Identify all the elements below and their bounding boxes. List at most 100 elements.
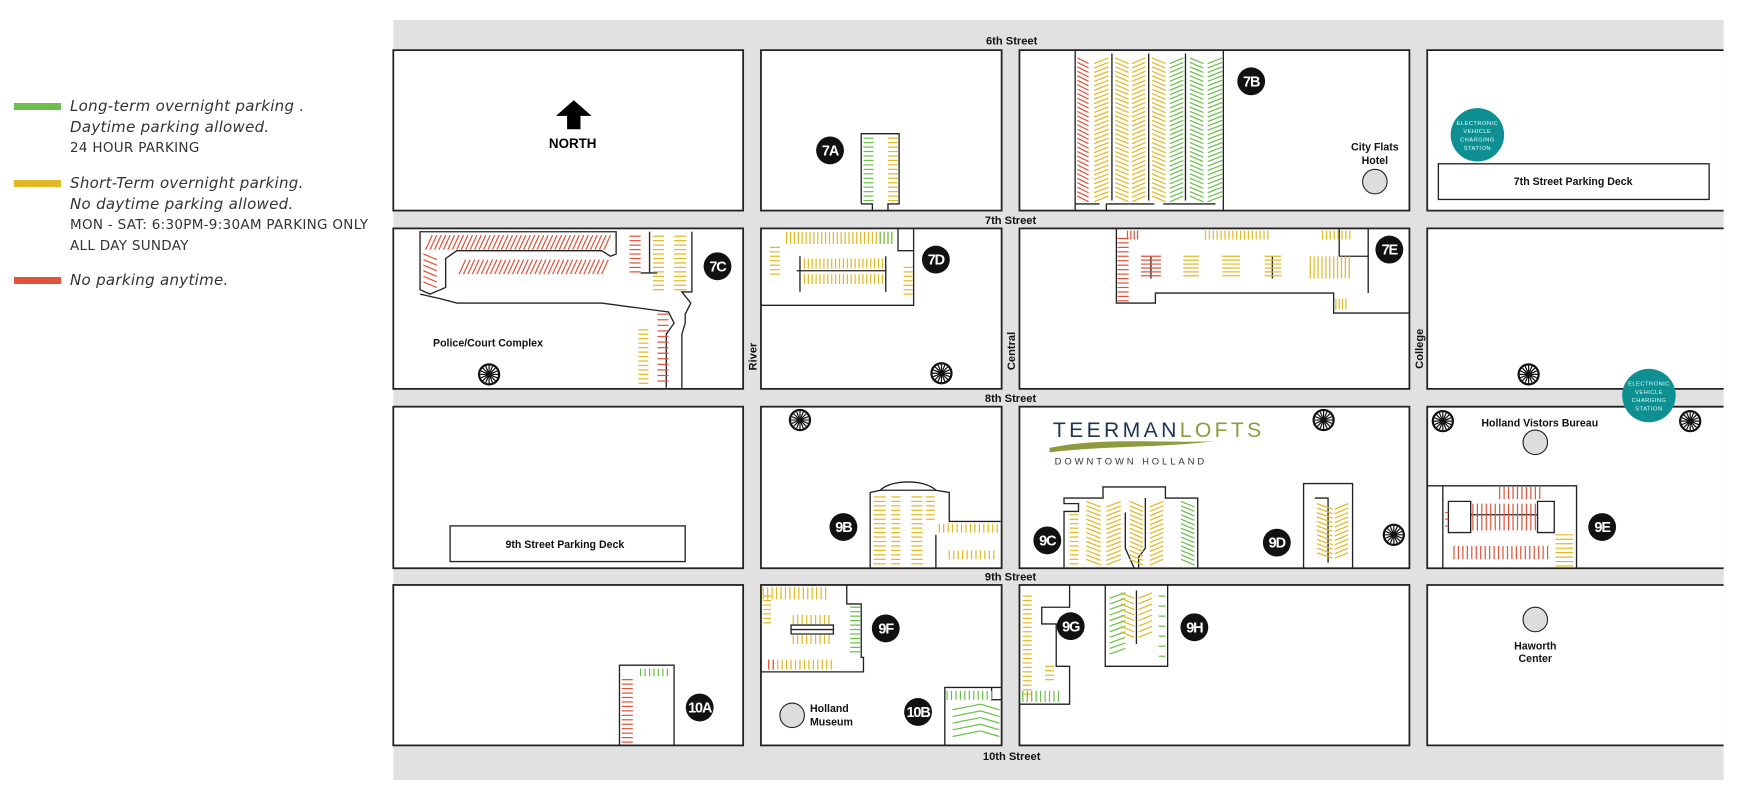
lot-badges: 7A 7B 7C 7D 7E 9B 9C 9D 9E 9F 9G 9H 10A 10B [685, 67, 1617, 726]
street-label-8th: 8th Street [985, 393, 1037, 405]
lot-badge-label: 9B [835, 520, 852, 536]
wheel-icon [1382, 523, 1405, 546]
stall-group-short-term [1129, 500, 1144, 566]
museum-label: Holland [810, 703, 849, 715]
deck-9th-box [449, 525, 686, 563]
stall-group-short-term [1334, 503, 1349, 559]
stall-group-short-term [925, 496, 935, 520]
stall-group-short-term [887, 137, 899, 202]
stall-group-short-term [1093, 57, 1109, 203]
ev-station-label: CHARGING [1460, 138, 1495, 144]
logo-name-dark: TEERMAN [1053, 419, 1180, 442]
haworth-marker [1522, 606, 1549, 633]
stall-group-short-term [792, 635, 830, 645]
lot-9g-outline [1019, 584, 1071, 705]
street-label-7th: 7th Street [985, 215, 1037, 227]
block [1018, 227, 1411, 390]
stall-group-short-term [1045, 665, 1054, 681]
lot-badge-7e[interactable]: 7E [1375, 235, 1404, 264]
ev-station-label: ELECTRONIC [1628, 382, 1670, 388]
visitors-bureau-label: Holland Vistors Bureau [1481, 418, 1598, 430]
city-flats-label: City Flats [1351, 141, 1399, 153]
block [1018, 584, 1411, 747]
logo-subtitle: DOWNTOWN HOLLAND [1055, 457, 1207, 468]
wheel-icon [1517, 363, 1540, 386]
stall-group-short-term [674, 235, 687, 291]
police-court-label: Police/Court Complex [433, 338, 543, 350]
lot-badge-10b[interactable]: 10B [904, 698, 932, 726]
stall-group-short-term [938, 523, 998, 533]
lot-badge-7b[interactable]: 7B [1237, 67, 1266, 96]
parking-stalls [423, 57, 1574, 743]
lot-badge-label: 7E [1382, 243, 1399, 259]
museum-marker [779, 702, 805, 729]
lot-badge-10a[interactable]: 10A [685, 693, 714, 722]
legend-swatch-yellow [14, 180, 61, 187]
lot-badge-9f[interactable]: 9F [871, 614, 900, 643]
lot-badge-9e[interactable]: 9E [1588, 513, 1617, 541]
street-label-6th: 6th Street [986, 36, 1038, 48]
lot-badge-7c[interactable]: 7C [703, 252, 732, 281]
lot-badge-7d[interactable]: 7D [921, 245, 950, 274]
legend-detail: 24 HOUR PARKING [70, 140, 200, 156]
stall-group-long-term [879, 231, 893, 245]
legend-title: No parking anytime. [70, 271, 229, 289]
street-label-river: River [748, 342, 760, 371]
stall-group-short-term [1022, 595, 1032, 695]
block [760, 405, 1003, 570]
svg-text:TEERMANLOFTS: TEERMANLOFTS [1053, 419, 1265, 442]
stall-group-short-term [1149, 500, 1164, 566]
ev-stations: ELECTRONICVEHICLECHARGINGSTATIONELECTRON… [1450, 108, 1676, 423]
lot-badge-7a[interactable]: 7A [816, 136, 844, 165]
lot-7c-outline [419, 231, 693, 388]
city-flats-marker [1362, 168, 1388, 195]
lot-badge-9c[interactable]: 9C [1033, 526, 1062, 555]
lot-badge-label: 7B [1243, 74, 1260, 90]
stall-group-no-parking [425, 234, 612, 250]
stall-group-no-parking [1472, 503, 1536, 531]
stall-group-short-term [903, 266, 913, 295]
stall-group-short-term [762, 587, 827, 600]
legend-swatch-green [14, 103, 61, 110]
stall-group-long-term [980, 703, 1000, 738]
lot-9d-outline [1302, 482, 1354, 569]
stall-group-long-term [850, 606, 861, 653]
deck-9th-label: 9th Street Parking Deck [505, 539, 624, 551]
lot-badge-label: 9E [1594, 520, 1611, 536]
stall-group-no-parking [768, 659, 774, 670]
stall-group-short-term [1204, 230, 1269, 240]
stall-group-short-term [638, 329, 649, 384]
lot-badge-label: 7D [928, 253, 945, 269]
stall-group-no-parking [1140, 255, 1161, 277]
deck-7th-box [1437, 163, 1710, 201]
stall-group-no-parking [621, 679, 633, 743]
stall-group-short-term [1086, 500, 1102, 566]
legend-title: Short-Term overnight parking. [70, 174, 304, 192]
stall-group-short-term [1138, 592, 1153, 638]
stall-group-long-term [1158, 595, 1166, 657]
street-label-central: Central [1006, 332, 1018, 370]
lot-badge-9g[interactable]: 9G [1056, 612, 1085, 641]
stall-group-long-term [1180, 500, 1195, 566]
lot-badge-9b[interactable]: 9B [829, 513, 858, 541]
lot-7e-outline [1115, 228, 1410, 314]
north-label: NORTH [549, 136, 596, 151]
lot-badge-label: 9F [878, 622, 894, 638]
north-arrow: NORTH [549, 100, 596, 151]
lot-badge-label: 9H [1186, 620, 1203, 636]
lot-badge-9d[interactable]: 9D [1262, 528, 1291, 557]
stall-group-short-term [768, 659, 832, 670]
wheel-icon [1679, 410, 1702, 433]
block [1018, 49, 1411, 212]
stall-group-short-term [911, 496, 923, 565]
deck-7th-label: 7th Street Parking Deck [1514, 176, 1633, 188]
block [760, 49, 1003, 212]
stall-group-long-term [952, 703, 981, 738]
stall-group-no-parking [1445, 511, 1449, 527]
street-label-college: College [1414, 329, 1426, 369]
lot-badge-label: 7A [822, 144, 840, 160]
stall-group-no-parking [1453, 545, 1549, 560]
ev-station-label: STATION [1464, 146, 1491, 152]
lot-badge-9h[interactable]: 9H [1180, 613, 1209, 642]
